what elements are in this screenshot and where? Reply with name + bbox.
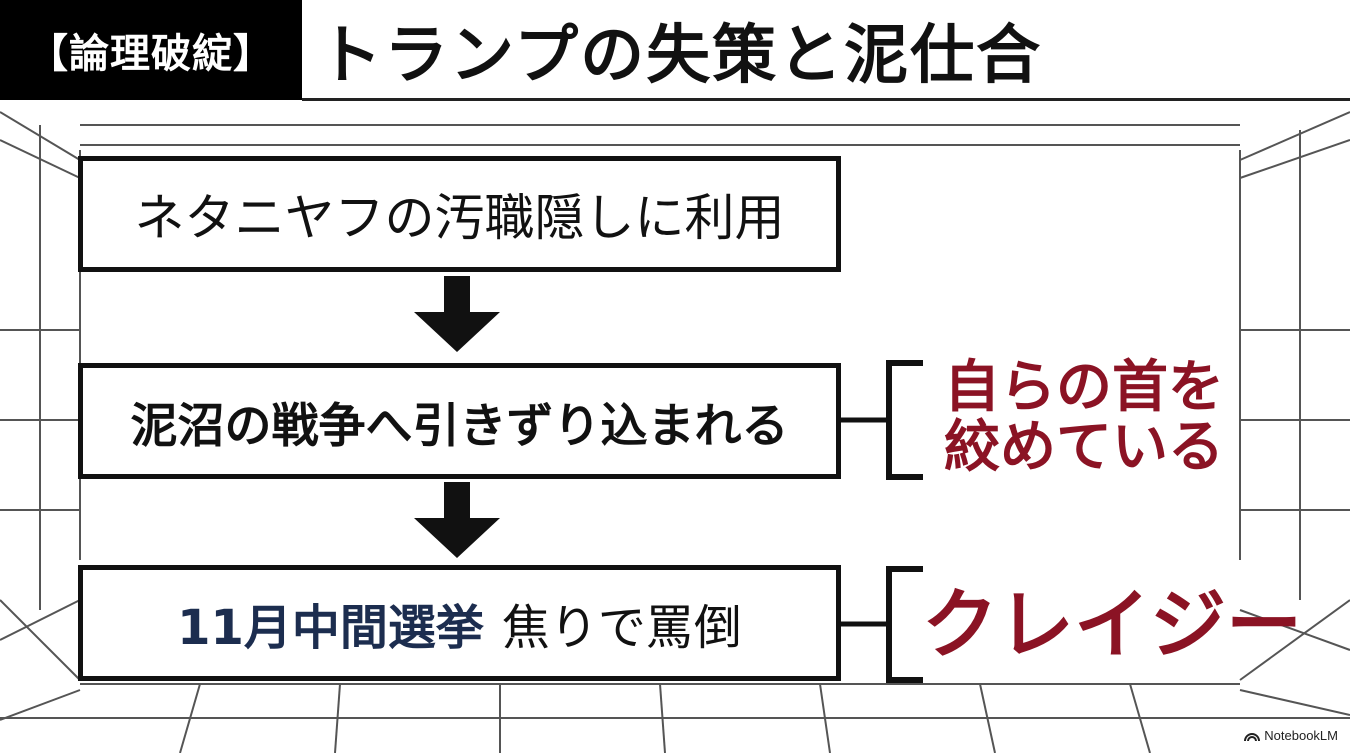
watermark-text: NotebookLM (1264, 728, 1338, 743)
header-tag: 【論理破綻】 (0, 0, 302, 100)
flow-step-3-highlight: 11月中間選挙 (177, 600, 484, 656)
notebooklm-watermark: NotebookLM (1244, 728, 1338, 743)
annotation-line-2: 絞めている (944, 415, 1224, 480)
flow-step-2: 泥沼の戦争へ引きずり込まれる (78, 363, 841, 479)
page-title: トランプの失策と泥仕合 (318, 19, 1043, 93)
flow-step-3: 11月中間選挙 焦りで罵倒 (78, 565, 841, 681)
annotation-crazy: クレイジー (922, 580, 1302, 669)
down-arrow-icon (414, 482, 500, 558)
flow-step-1: ネタニヤフの汚職隠しに利用 (78, 156, 841, 272)
flow-step-2-text: 泥沼の戦争へ引きずり込まれる (130, 398, 789, 454)
bracket-connector (841, 566, 923, 683)
notebooklm-logo-icon (1244, 732, 1261, 741)
down-arrow-icon (414, 276, 500, 352)
bracket-connector (841, 360, 923, 480)
annotation-line-1: 自らの首を (944, 355, 1224, 420)
flow-step-1-text: ネタニヤフの汚職隠しに利用 (134, 189, 785, 247)
flow-step-3-text: 焦りで罵倒 (501, 600, 742, 656)
header-divider (302, 98, 1350, 101)
annotation-self-strangling: 自らの首を 絞めている (944, 358, 1224, 478)
